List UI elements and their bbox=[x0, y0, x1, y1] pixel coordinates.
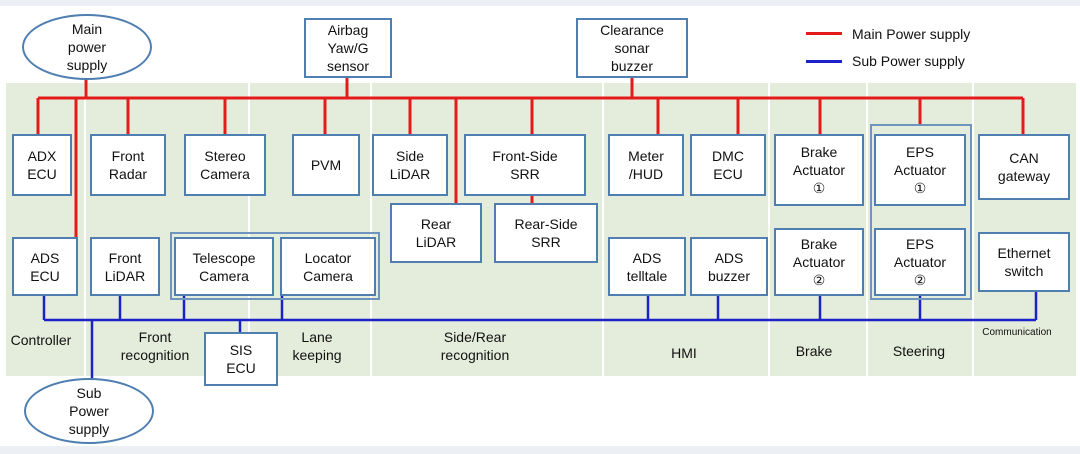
main-power-supply: Main power supply bbox=[22, 14, 152, 80]
group-label-steering: Steering bbox=[892, 343, 946, 359]
front-lidar: Front LiDAR bbox=[90, 237, 160, 296]
ethernet-switch: Ethernet switch bbox=[978, 232, 1070, 292]
group-front-recognition bbox=[86, 83, 248, 376]
rear-side-srr: Rear-Side SRR bbox=[494, 203, 598, 263]
legend-sub-power-label: Sub Power supply bbox=[852, 53, 965, 69]
can-gateway: CAN gateway bbox=[978, 134, 1070, 200]
eps-actuator-2: EPS Actuator ② bbox=[874, 228, 966, 296]
bottom-border-strip bbox=[0, 446, 1080, 454]
eps-frame bbox=[870, 124, 972, 300]
group-label-brake: Brake bbox=[795, 343, 833, 359]
group-label-hmi: HMI bbox=[671, 345, 697, 361]
group-lane-keeping bbox=[250, 83, 370, 376]
eps-actuator-1: EPS Actuator ① bbox=[874, 134, 966, 206]
front-radar: Front Radar bbox=[90, 134, 166, 196]
top-border-strip bbox=[0, 0, 1080, 6]
rear-lidar: Rear LiDAR bbox=[390, 203, 482, 263]
clearance-sonar-buzzer: Clearance sonar buzzer bbox=[576, 18, 688, 78]
legend-sub-power-line bbox=[806, 60, 842, 63]
brake-actuator-1: Brake Actuator ① bbox=[774, 134, 864, 206]
brake-actuator-2: Brake Actuator ② bbox=[774, 228, 864, 296]
ads-telltale: ADS telltale bbox=[608, 237, 686, 296]
main-power-wires bbox=[36, 78, 1025, 237]
ads-ecu: ADS ECU bbox=[12, 237, 78, 296]
legend-main-power-line bbox=[806, 32, 842, 35]
meter-hud: Meter /HUD bbox=[608, 134, 684, 196]
group-label-front-recognition: Front recognition bbox=[120, 329, 190, 363]
airbag-yaw-g-sensor: Airbag Yaw/G sensor bbox=[304, 18, 392, 78]
group-label-controller: Controller bbox=[10, 332, 72, 348]
side-lidar: Side LiDAR bbox=[372, 134, 448, 196]
stereo-camera: Stereo Camera bbox=[184, 134, 266, 196]
sis-ecu: SIS ECU bbox=[204, 332, 278, 386]
pvm: PVM bbox=[292, 134, 360, 196]
telescope-camera: Telescope Camera bbox=[174, 237, 274, 296]
locator-camera: Locator Camera bbox=[280, 237, 376, 296]
sub-power-supply: Sub Power supply bbox=[24, 378, 154, 444]
legend-main-power-label: Main Power supply bbox=[852, 26, 971, 42]
front-side-srr: Front-Side SRR bbox=[464, 134, 586, 196]
dmc-ecu: DMC ECU bbox=[690, 134, 766, 196]
group-label-lane-keeping: Lane keeping bbox=[292, 329, 342, 363]
ads-buzzer: ADS buzzer bbox=[690, 237, 768, 296]
camera-frame bbox=[170, 232, 380, 300]
sub-power-wires bbox=[42, 292, 1038, 380]
adx-ecu: ADX ECU bbox=[12, 134, 72, 196]
group-hmi bbox=[604, 83, 768, 376]
group-controller bbox=[6, 83, 84, 376]
group-label-side-rear-recognition: Side/Rear recognition bbox=[440, 329, 510, 363]
group-communication bbox=[974, 83, 1076, 376]
group-label-communication: Communication bbox=[982, 327, 1052, 338]
